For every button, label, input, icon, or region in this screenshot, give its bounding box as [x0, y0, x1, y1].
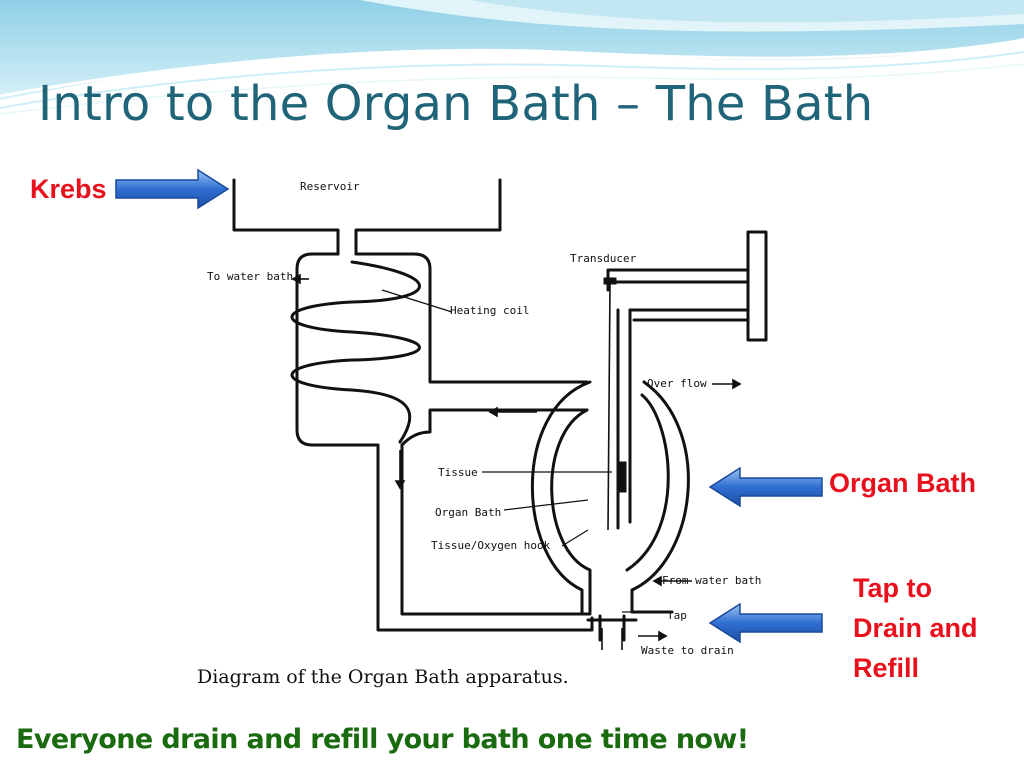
- callout-krebs: Krebs: [30, 174, 107, 204]
- slide-title: Intro to the Organ Bath – The Bath: [38, 76, 874, 132]
- label-to-water-bath: To water bath: [207, 270, 294, 283]
- label-over-flow: Over flow: [647, 377, 707, 390]
- callout-tap-line3: Refill: [853, 653, 920, 683]
- tissue-sample: [603, 277, 627, 531]
- callout-tap-line2: Drain and: [853, 613, 978, 643]
- label-tap: Tap: [667, 609, 687, 622]
- label-heating-coil: Heating coil: [450, 304, 530, 317]
- transducer-stand: [746, 230, 768, 342]
- label-transducer: Transducer: [570, 252, 637, 265]
- label-organ-bath: Organ Bath: [435, 506, 502, 519]
- krebs-arrow-icon: [115, 168, 230, 210]
- label-tissue-oxygen-hook: Tissue/Oxygen hook: [431, 539, 551, 552]
- tap-arrow-icon: [708, 602, 823, 644]
- footer-instruction: Everyone drain and refill your bath one …: [16, 724, 749, 755]
- reservoir-vessel: [232, 178, 502, 256]
- callout-tap-line1: Tap to: [853, 573, 932, 603]
- overflow-tube: [616, 308, 632, 530]
- heating-jacket: [295, 252, 594, 632]
- label-from-water-bath: From water bath: [662, 574, 762, 587]
- label-waste-to-drain: Waste to drain: [641, 644, 734, 657]
- header-wave-decoration: [0, 0, 1024, 115]
- apparatus-drawing: [232, 178, 768, 650]
- organ-bath-arrow-icon: [708, 466, 823, 508]
- heating-coil: [290, 260, 421, 444]
- label-reservoir: Reservoir: [300, 180, 360, 193]
- drain-tap: [586, 614, 638, 642]
- label-tissue: Tissue: [438, 466, 478, 479]
- organ-bath-jacket: [550, 408, 592, 614]
- callout-tap: Tap to Drain and Refill: [853, 568, 978, 688]
- diagram-caption: Diagram of the Organ Bath apparatus.: [197, 666, 569, 688]
- callout-organ-bath: Organ Bath: [829, 468, 977, 498]
